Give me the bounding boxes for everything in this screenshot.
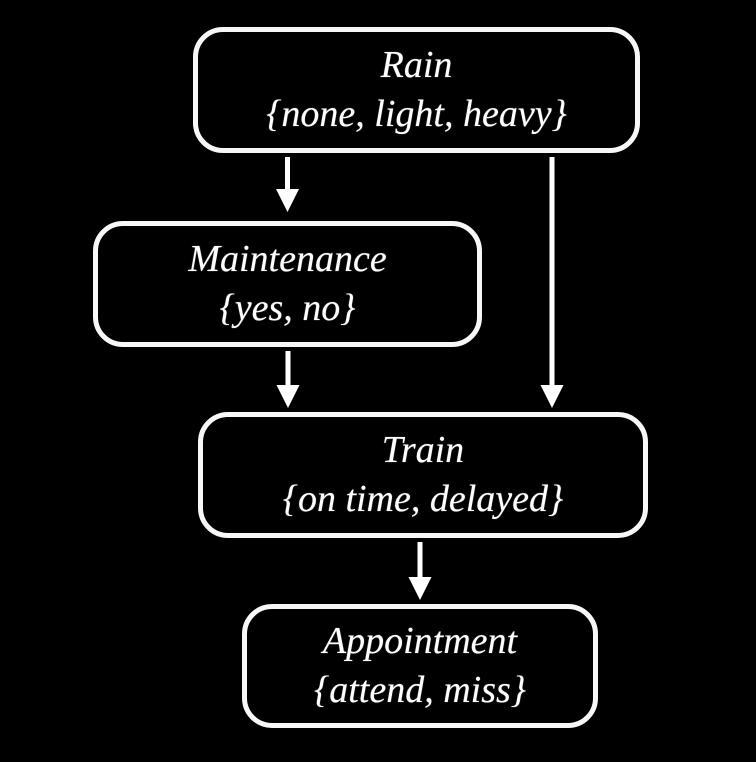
node-maintenance-title: Maintenance — [188, 238, 387, 281]
node-appointment-title: Appointment — [322, 620, 518, 663]
node-appointment: Appointment {attend, miss} — [242, 604, 598, 728]
node-rain: Rain {none, light, heavy} — [193, 27, 640, 153]
node-rain-values: {none, light, heavy} — [266, 93, 567, 135]
node-train-title: Train — [381, 429, 465, 472]
edge-train-appointment — [408, 542, 432, 600]
edge-rain-train — [540, 157, 564, 408]
edge-maintenance-train — [276, 351, 300, 408]
edge-rain-maintenance — [276, 157, 299, 212]
node-train-values: {on time, delayed} — [282, 478, 564, 520]
node-maintenance: Maintenance {yes, no} — [93, 221, 482, 347]
node-appointment-values: {attend, miss} — [314, 669, 526, 711]
node-train: Train {on time, delayed} — [198, 412, 648, 538]
node-rain-title: Rain — [380, 44, 453, 87]
node-maintenance-values: {yes, no} — [219, 287, 356, 329]
